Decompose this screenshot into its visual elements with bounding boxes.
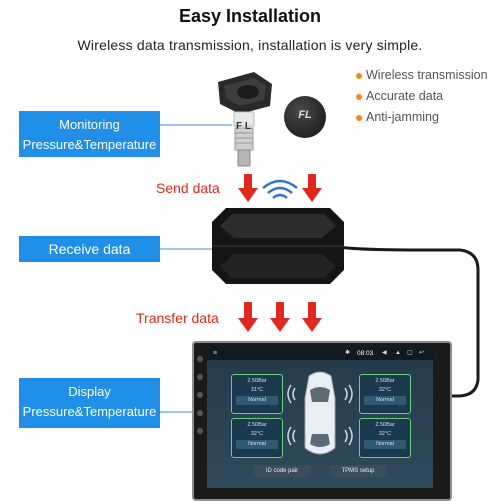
feature-label: Anti-jamming: [366, 110, 439, 124]
tire-panel-front-left: 2.50Bar 31°C Normal: [231, 374, 283, 414]
tire-temperature: 32°C: [378, 431, 392, 437]
volume-up-icon[interactable]: [197, 410, 203, 416]
page-title: Easy Installation: [178, 6, 322, 26]
tire-temperature: 32°C: [250, 431, 264, 437]
transfer-data-label: Transfer data: [136, 310, 219, 326]
clock: 08:03: [357, 350, 374, 357]
tire-signal-icon: [287, 384, 353, 446]
tire-panel-rear-right: 2.50Bar 32°C Normal: [359, 418, 411, 458]
down-arrow-icon: [302, 302, 322, 332]
feature-label: Accurate data: [366, 89, 444, 103]
feature-label: Wireless transmission: [366, 68, 488, 82]
tire-status: Normal: [236, 440, 278, 449]
feature-item: Anti-jamming: [356, 110, 439, 124]
tire-pressure: 2.50Bar: [375, 378, 395, 384]
car-top-view-icon: [287, 371, 353, 455]
home-button-icon[interactable]: [197, 374, 203, 380]
tire-status: Normal: [364, 396, 406, 405]
cap-label: FL: [298, 109, 312, 121]
tire-pressure: 2.50Bar: [247, 378, 267, 384]
tire-panel-rear-left: 2.50Bar 32°C Normal: [231, 418, 283, 458]
tire-sensor-icon: [218, 72, 272, 167]
tire-panel-front-right: 2.50Bar 32°C Normal: [359, 374, 411, 414]
tire-temperature: 32°C: [378, 387, 392, 393]
monitoring-subtitle: Pressure&Temperature: [22, 137, 157, 152]
down-arrow-icon: [238, 174, 258, 202]
side-controls: [196, 350, 204, 490]
valve-label: F L: [236, 121, 251, 132]
windows-icon[interactable]: ▢: [407, 350, 413, 356]
volume-icon[interactable]: ◀: [382, 350, 387, 356]
down-arrow-icon: [238, 302, 258, 332]
bullet-dot-icon: [356, 93, 362, 100]
feature-item: Wireless transmission: [356, 68, 488, 82]
receiver-device-icon: [212, 208, 344, 284]
volume-down-icon[interactable]: [197, 428, 203, 434]
send-data-label: Send data: [156, 180, 220, 196]
tire-pressure: 2.50Bar: [247, 422, 267, 428]
feature-item: Accurate data: [356, 89, 443, 103]
tire-temperature: 31°C: [250, 387, 264, 393]
bullet-dot-icon: [356, 72, 362, 79]
display-title: Display: [68, 384, 111, 399]
tpms-setup-button[interactable]: TPMS setup: [329, 465, 387, 477]
page-subtitle: Wireless data transmission, installation…: [77, 37, 423, 53]
monitoring-title: Monitoring: [59, 117, 120, 132]
tpms-screen: ≡ ✱ 08:03 ◀ ▲ ▢ ↩ 2.50Bar 31°C Normal 2.…: [207, 348, 433, 488]
down-arrow-icon: [302, 174, 322, 202]
menu-icon[interactable]: ≡: [213, 350, 218, 357]
down-arrow-icon: [270, 302, 290, 332]
wireless-signal-icon: [262, 179, 298, 199]
id-code-pair-button[interactable]: ID code pair: [253, 465, 311, 477]
receive-data-box: Receive data: [19, 236, 160, 262]
send-data-arrows: [238, 174, 322, 202]
transfer-data-arrows: [238, 302, 322, 332]
back-icon[interactable]: ↩: [419, 350, 425, 356]
tire-pressure: 2.50Bar: [375, 422, 395, 428]
tire-status: Normal: [236, 396, 278, 405]
cable-icon: [337, 245, 480, 398]
display-box: Display Pressure&Temperature: [19, 378, 160, 428]
tire-status: Normal: [364, 440, 406, 449]
back-button-icon[interactable]: [197, 392, 203, 398]
nav-icon[interactable]: ▲: [395, 350, 401, 356]
bullet-dot-icon: [356, 114, 362, 121]
status-bar: ≡ ✱ 08:03 ◀ ▲ ▢ ↩: [207, 348, 433, 360]
display-subtitle: Pressure&Temperature: [22, 404, 157, 419]
bluetooth-icon: ✱: [345, 350, 351, 356]
sensor-cap-icon: FL: [284, 96, 326, 138]
monitoring-box: Monitoring Pressure&Temperature: [19, 111, 160, 157]
power-button-icon[interactable]: [197, 356, 203, 362]
receive-data-label: Receive data: [48, 241, 131, 257]
